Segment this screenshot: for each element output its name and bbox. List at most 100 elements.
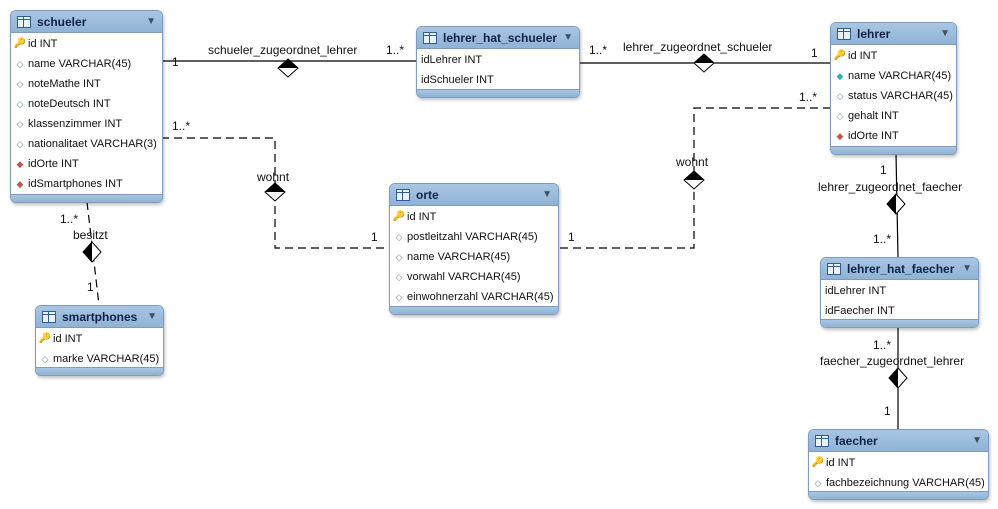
entity-header[interactable]: lehrer_hat_schueler▼ xyxy=(417,27,579,49)
entity-header[interactable]: lehrer_hat_faecher ▼ xyxy=(821,258,978,280)
entity-lehrer-hat-faecher[interactable]: lehrer_hat_faecher ▼ idLehrer INT idFaecher… xyxy=(820,257,979,328)
entity-orte[interactable]: orte▼🔑id INT◇postleitzahl VARCHAR(45)◇na… xyxy=(389,183,559,315)
attribute-row[interactable]: idFaecher INT xyxy=(821,301,978,321)
primary-key-icon: 🔑 xyxy=(833,50,847,61)
attribute-text: idLehrer INT xyxy=(421,54,483,66)
entity-footer xyxy=(821,319,978,327)
attribute-row[interactable]: ◇noteDeutsch INT xyxy=(11,94,162,114)
diamond-besitzt xyxy=(82,241,102,263)
collapse-triangle-icon[interactable]: ▼ xyxy=(542,189,552,200)
attribute-row[interactable]: ◆name VARCHAR(45) xyxy=(831,66,956,86)
collapse-triangle-icon[interactable]: ▼ xyxy=(972,435,982,446)
attribute-text: id INT xyxy=(848,50,878,62)
attribute-text: id INT xyxy=(826,457,856,469)
attribute-row[interactable]: ◆idOrte INT xyxy=(11,154,162,174)
cardinality-label: 1 xyxy=(87,280,94,294)
entity-footer xyxy=(11,194,162,202)
attribute-row[interactable]: 🔑id INT xyxy=(831,46,956,66)
attribute-text: klassenzimmer INT xyxy=(28,118,123,130)
entity-lehrer-hat-schueler[interactable]: lehrer_hat_schueler▼ idLehrer INT idSchuel… xyxy=(416,26,580,98)
column-icon: ◇ xyxy=(16,58,24,69)
table-icon xyxy=(837,27,851,40)
column-icon: ◇ xyxy=(395,251,403,262)
entity-title: smartphones xyxy=(62,309,138,324)
attribute-row[interactable]: ◇name VARCHAR(45) xyxy=(390,247,558,267)
attribute-row[interactable]: ◆idOrte INT xyxy=(831,126,956,146)
attribute-text: idOrte INT xyxy=(28,158,79,170)
collapse-triangle-icon[interactable]: ▼ xyxy=(962,263,972,274)
entity-header[interactable]: faecher▼ xyxy=(809,430,988,452)
collapse-triangle-icon[interactable]: ▼ xyxy=(147,311,157,322)
collapse-triangle-icon[interactable]: ▼ xyxy=(146,16,156,27)
attribute-row[interactable]: 🔑id INT xyxy=(36,329,163,349)
attribute-row[interactable]: ◇ postleitzahl VARCHAR(45) xyxy=(390,227,558,247)
cardinality-label: 1..* xyxy=(172,119,191,133)
attribute-row[interactable]: ◇fachbezeichnung VARCHAR(45) xyxy=(809,473,988,493)
attribute-list: idLehrer INT idSchueler INT xyxy=(417,49,579,90)
attribute-row[interactable]: 🔑id INT xyxy=(11,34,162,54)
attribute-row[interactable]: ◇nationalitaet VARCHAR(3) xyxy=(11,134,162,154)
cardinality-label: 1..* xyxy=(799,90,818,104)
attribute-text: fachbezeichnung VARCHAR(45) xyxy=(826,477,985,489)
column-icon: ◇ xyxy=(395,231,403,242)
cardinality-label: 1..* xyxy=(60,212,79,226)
attribute-row[interactable]: ◇status VARCHAR(45) xyxy=(831,86,956,106)
attribute-row[interactable]: ◇ name VARCHAR(45) xyxy=(11,54,162,74)
relationship-name-lehrer-wohnt: wohnt xyxy=(676,155,709,169)
entity-header[interactable]: lehrer▼ xyxy=(831,23,956,45)
cardinality-label: 1..* xyxy=(386,43,405,57)
attribute-text: idFaecher INT xyxy=(825,305,895,317)
table-icon xyxy=(827,262,841,275)
attribute-row[interactable]: ◇vorwahl VARCHAR(45) xyxy=(390,267,558,287)
attribute-text: einwohnerzahl VARCHAR(45) xyxy=(407,291,554,303)
foreign-key-icon: ◆ xyxy=(836,130,844,141)
entity-footer xyxy=(417,89,579,97)
attribute-row[interactable]: ◇klassenzimmer INT xyxy=(11,114,162,134)
table-icon xyxy=(396,188,410,201)
diamond-lehrer-zugeordnet-schueler xyxy=(693,53,715,73)
attribute-text: vorwahl VARCHAR(45) xyxy=(407,271,521,283)
not-null-column-icon: ◆ xyxy=(836,70,844,81)
cardinality-label: 1..* xyxy=(873,232,892,246)
attribute-row[interactable]: ◇ noteMathe INT xyxy=(11,74,162,94)
attribute-text: name VARCHAR(45) xyxy=(28,58,132,70)
entity-header[interactable]: smartphones ▼ xyxy=(36,306,163,328)
relationship-name-lehrer-zugeordnet-schueler: lehrer_zugeordnet_schueler xyxy=(623,40,773,54)
attribute-row[interactable]: ◆idSmartphones INT xyxy=(11,174,162,194)
attribute-row[interactable]: 🔑id INT xyxy=(390,207,558,227)
attribute-text: id INT xyxy=(407,211,437,223)
entity-header[interactable]: orte▼ xyxy=(390,184,558,206)
attribute-row[interactable]: idSchueler INT xyxy=(417,70,579,90)
collapse-triangle-icon[interactable]: ▼ xyxy=(563,32,573,43)
entity-footer xyxy=(809,491,988,499)
attribute-row[interactable]: idLehrer INT xyxy=(417,50,579,70)
entity-faecher[interactable]: faecher▼🔑id INT◇fachbezeichnung VARCHAR(… xyxy=(808,429,989,500)
cardinality-label: 1 xyxy=(880,163,887,177)
entity-lehrer[interactable]: lehrer▼🔑id INT◆name VARCHAR(45)◇status V… xyxy=(830,22,957,155)
attribute-row[interactable]: idLehrer INT xyxy=(821,281,978,301)
relationship-name-lehrer-zugeordnet-faecher: lehrer_zugeordnet_faecher xyxy=(818,180,963,194)
column-icon: ◇ xyxy=(836,110,844,121)
attribute-text: postleitzahl VARCHAR(45) xyxy=(407,231,538,243)
foreign-key-icon: ◆ xyxy=(16,178,24,189)
column-icon: ◇ xyxy=(16,138,24,149)
entity-schueler[interactable]: schueler▼🔑id INT ◇ name VARCHAR(45) ◇ noteMa… xyxy=(10,10,163,203)
entity-footer xyxy=(831,146,956,154)
cardinality-label: 1 xyxy=(172,55,179,69)
relationship-name-besitzt: besitzt xyxy=(73,228,108,242)
entity-header[interactable]: schueler▼ xyxy=(11,11,162,33)
collapse-triangle-icon[interactable]: ▼ xyxy=(940,28,950,39)
attribute-row[interactable]: 🔑id INT xyxy=(809,453,988,473)
attribute-text: noteMathe INT xyxy=(28,78,101,90)
primary-key-icon: 🔑 xyxy=(392,211,406,222)
attribute-row[interactable]: ◇einwohnerzahl VARCHAR(45) xyxy=(390,287,558,307)
column-icon: ◇ xyxy=(16,78,24,89)
attribute-text: marke VARCHAR(45) xyxy=(53,353,160,365)
attribute-row[interactable]: ◇marke VARCHAR(45) xyxy=(36,349,163,369)
entity-smartphones[interactable]: smartphones ▼ 🔑id INT◇marke VARCHAR(45) xyxy=(35,305,164,376)
entity-footer xyxy=(36,367,163,375)
column-icon: ◇ xyxy=(16,98,24,109)
attribute-row[interactable]: ◇gehalt INT xyxy=(831,106,956,126)
entity-title: lehrer_hat_faecher xyxy=(847,261,955,276)
